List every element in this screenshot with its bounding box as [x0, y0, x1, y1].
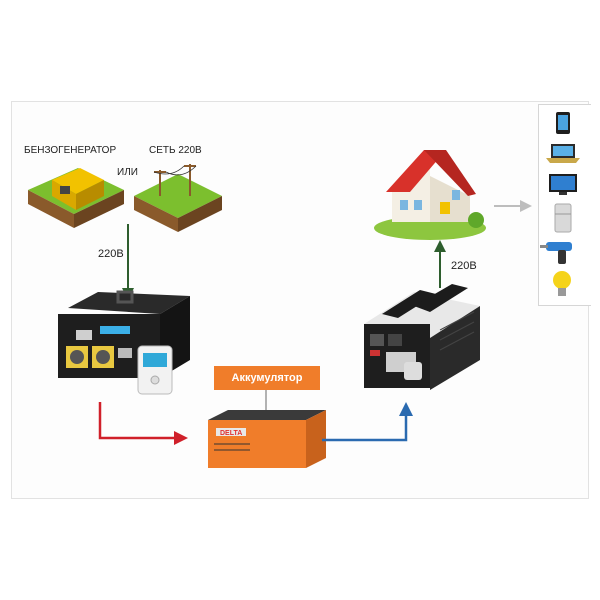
phone-icon: [556, 112, 570, 134]
lightbulb-icon: [553, 271, 571, 296]
charger-unit: [58, 290, 190, 395]
blue-arrow: [322, 402, 413, 442]
generator-label: БЕНЗОГЕНЕРАТОР: [24, 145, 117, 156]
power-grid-icon: [134, 164, 222, 232]
laptop-icon: [546, 144, 580, 163]
or-label: ИЛИ: [117, 167, 138, 178]
voltage-out-label: 220В: [451, 260, 477, 272]
grid-label: СЕТЬ 220В: [149, 145, 202, 156]
controller-display: [137, 345, 173, 395]
green-arrow-up: [434, 240, 446, 288]
red-arrow: [98, 402, 188, 445]
generator-icon: [28, 168, 124, 228]
battery-brand: DELTA: [220, 430, 242, 437]
voltage-in-label: 220В: [98, 248, 124, 260]
house-icon: [374, 150, 486, 240]
drill-icon: [540, 242, 572, 264]
green-arrow-down: [122, 224, 134, 300]
battery-icon: DELTA: [208, 390, 326, 468]
battery-label: Аккумулятор: [214, 366, 320, 390]
fridge-icon: [554, 203, 572, 233]
inverter-unit: [364, 284, 480, 390]
tv-icon: [549, 174, 577, 195]
grey-arrow-right: [494, 200, 532, 212]
